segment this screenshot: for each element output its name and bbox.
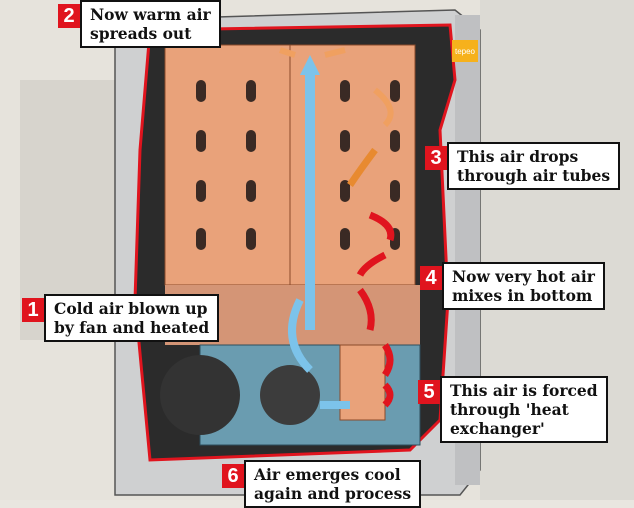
callout-number: 3 — [425, 146, 447, 170]
callout-3: 3 This air drops through air tubes — [425, 142, 621, 190]
callout-4: 4 Now very hot air mixes in bottom — [420, 262, 605, 310]
fan — [160, 355, 240, 435]
callout-text: This air drops through air tubes — [447, 142, 621, 190]
callout-2: 2 Now warm air spreads out — [58, 0, 221, 48]
callout-number: 4 — [420, 266, 442, 290]
callout-number: 2 — [58, 4, 80, 28]
callout-1: 1 Cold air blown up by fan and heated — [22, 294, 220, 342]
callout-text: Now warm air spreads out — [80, 0, 221, 48]
callout-text: Cold air blown up by fan and heated — [44, 294, 220, 342]
hot-air-arrows — [356, 211, 395, 408]
callout-text: Air emerges cool again and process — [244, 460, 422, 508]
callout-number: 1 — [22, 298, 44, 322]
callout-5: 5 This air is forced through 'heat excha… — [418, 376, 608, 443]
callout-text: This air is forced through 'heat exchang… — [440, 376, 608, 443]
brand-logo: tepeo — [452, 40, 478, 62]
air-tubes — [196, 80, 400, 250]
callout-number: 5 — [418, 380, 440, 404]
callout-number: 6 — [222, 464, 244, 488]
callout-6: 6 Air emerges cool again and process — [222, 460, 422, 508]
callout-text: Now very hot air mixes in bottom — [442, 262, 605, 310]
